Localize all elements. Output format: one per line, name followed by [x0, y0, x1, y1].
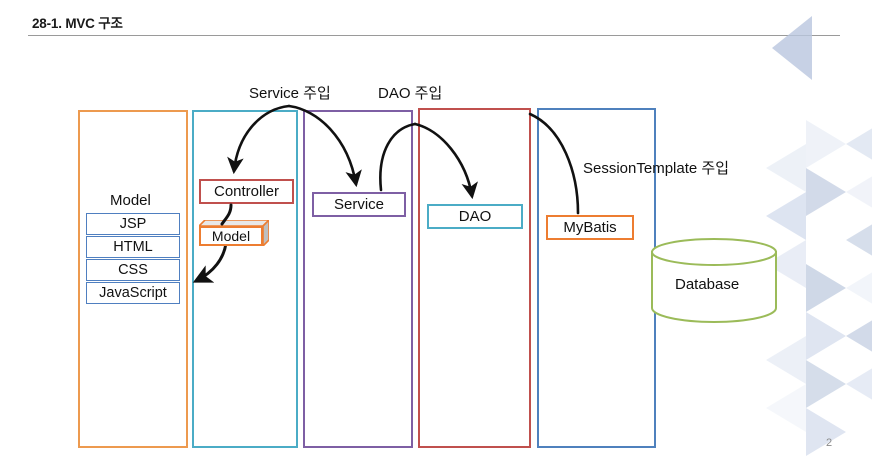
model-cube-node[interactable]: Model [199, 220, 269, 246]
service-inject-label: Service 주입 [249, 85, 331, 102]
dao-inject-label: DAO 주입 [378, 85, 443, 102]
session-template-inject-label: SessionTemplate 주입 [583, 160, 729, 177]
model-column-label: Model [110, 192, 151, 209]
model-cube-label: Model [199, 226, 263, 246]
page-title: 28-1. MVC 구조 [32, 16, 123, 31]
service-lane [303, 110, 413, 448]
dao-lane [418, 108, 531, 448]
controller-node[interactable]: Controller [199, 179, 294, 204]
page-number: 2 [826, 437, 833, 449]
controller-lane [192, 110, 298, 448]
model-stack-item-jsp[interactable]: JSP [86, 213, 180, 235]
model-stack-item-javascript[interactable]: JavaScript [86, 282, 180, 304]
dao-node[interactable]: DAO [427, 204, 523, 229]
title-divider [28, 35, 840, 36]
mybatis-node[interactable]: MyBatis [546, 215, 634, 240]
database-label: Database [675, 276, 740, 293]
model-stack-item-html[interactable]: HTML [86, 236, 180, 258]
database-cylinder-node[interactable] [648, 238, 780, 324]
model-stack-item-css[interactable]: CSS [86, 259, 180, 281]
service-node[interactable]: Service [312, 192, 406, 217]
